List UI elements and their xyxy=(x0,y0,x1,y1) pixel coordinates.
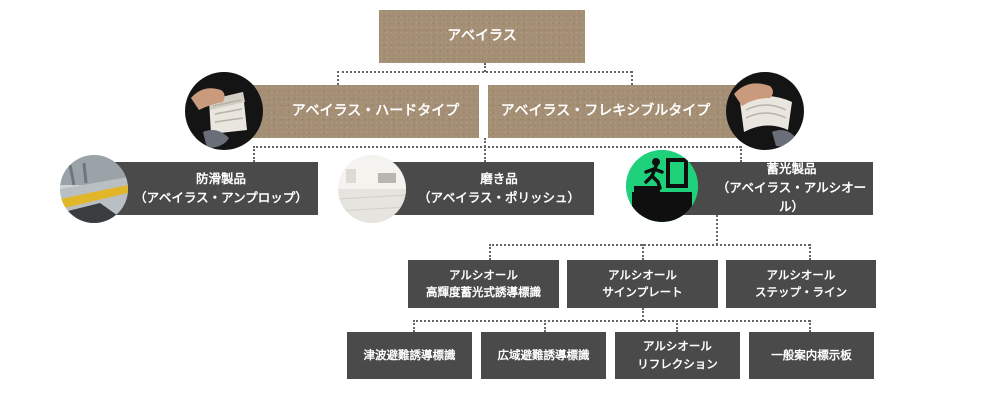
antislip-node: 防滑製品 （アベイラス・アンプロップ） xyxy=(94,162,318,215)
polished-floor-hall-photo-icon xyxy=(338,155,406,223)
antislip-title: 防滑製品 xyxy=(195,170,246,186)
connector-to-alsioal-1 xyxy=(489,244,491,260)
luminous-title: 蓄光製品 xyxy=(766,161,817,177)
connector-alsioal-row xyxy=(489,244,810,246)
polish-subtitle: （アベイラス・ポリッシュ） xyxy=(417,189,580,205)
alsioal-signplate-node: アルシオール サインプレート xyxy=(567,260,718,308)
connector-luminous-down xyxy=(716,215,718,245)
connector-to-flex xyxy=(631,71,633,85)
connector-types-down xyxy=(484,138,486,147)
flex-type-label: アベイラス・フレキシブルタイプ xyxy=(500,103,711,119)
root-node: アベイラス xyxy=(379,10,585,63)
root-label: アベイラス xyxy=(447,28,517,44)
connector-to-sign-1 xyxy=(413,320,415,332)
hard-type-label: アベイラス・ハードタイプ xyxy=(291,103,460,119)
connector-to-sign-3 xyxy=(676,320,678,332)
wide-area-sign-node: 広域避難誘導標識 xyxy=(481,332,606,379)
alsioal-signplate-line1: アルシオール xyxy=(608,267,677,282)
connector-to-alsioal-2 xyxy=(642,244,644,260)
alsioal-stepline-line2: ステップ・ライン xyxy=(755,285,847,299)
flex-type-node: アベイラス・フレキシブルタイプ xyxy=(488,85,753,138)
antislip-subtitle: （アベイラス・アンプロップ） xyxy=(134,189,308,205)
connector-signs-row xyxy=(413,320,810,322)
hand-holding-sheet-photo-icon xyxy=(185,72,263,150)
alsioal-guidance-line1: アルシオール xyxy=(449,267,518,282)
emergency-exit-sign-photo-icon xyxy=(626,150,698,222)
hard-type-node: アベイラス・ハードタイプ xyxy=(234,85,479,138)
alsioal-stepline-line1: アルシオール xyxy=(766,267,836,282)
wide-area-sign-label: 広域避難誘導標識 xyxy=(497,347,590,362)
polish-title: 磨き品 xyxy=(480,170,518,186)
tsunami-sign-label: 津波避難誘導標識 xyxy=(363,347,456,362)
alsioal-signplate-line2: サインプレート xyxy=(602,285,683,299)
connector-to-polish xyxy=(484,146,486,162)
alsioal-guidance-node: アルシオール 高輝度蓄光式誘導標識 xyxy=(408,260,559,308)
reflection-line2: リフレクション xyxy=(637,356,718,371)
alsioal-guidance-line2: 高輝度蓄光式誘導標識 xyxy=(426,285,541,299)
hand-bending-sheet-photo-icon xyxy=(726,72,804,150)
luminous-subtitle: （アベイラス・アルシオール） xyxy=(716,180,867,214)
connector-alsioal-down xyxy=(642,308,644,321)
connector-root-types xyxy=(337,71,632,73)
platform-tactile-strip-photo-icon xyxy=(60,155,128,223)
connector-to-sign-2 xyxy=(544,320,546,332)
tsunami-sign-node: 津波避難誘導標識 xyxy=(347,332,472,379)
connector-to-luminous xyxy=(740,146,742,162)
alsioal-stepline-node: アルシオール ステップ・ライン xyxy=(726,260,876,308)
connector-root-down xyxy=(484,63,486,72)
general-guide-board-node: 一般案内標示板 xyxy=(749,332,874,379)
reflection-line1: アルシオール xyxy=(643,339,712,354)
reflection-node: アルシオール リフレクション xyxy=(615,332,740,379)
connector-to-hard xyxy=(337,71,339,85)
luminous-node: 蓄光製品 （アベイラス・アルシオール） xyxy=(660,161,873,215)
connector-types-products xyxy=(253,146,741,148)
connector-to-alsioal-3 xyxy=(809,244,811,260)
polish-node: 磨き品 （アベイラス・ポリッシュ） xyxy=(374,162,594,215)
general-guide-board-label: 一般案内標示板 xyxy=(771,347,852,362)
connector-to-sign-4 xyxy=(809,320,811,332)
connector-to-antislip xyxy=(253,146,255,162)
